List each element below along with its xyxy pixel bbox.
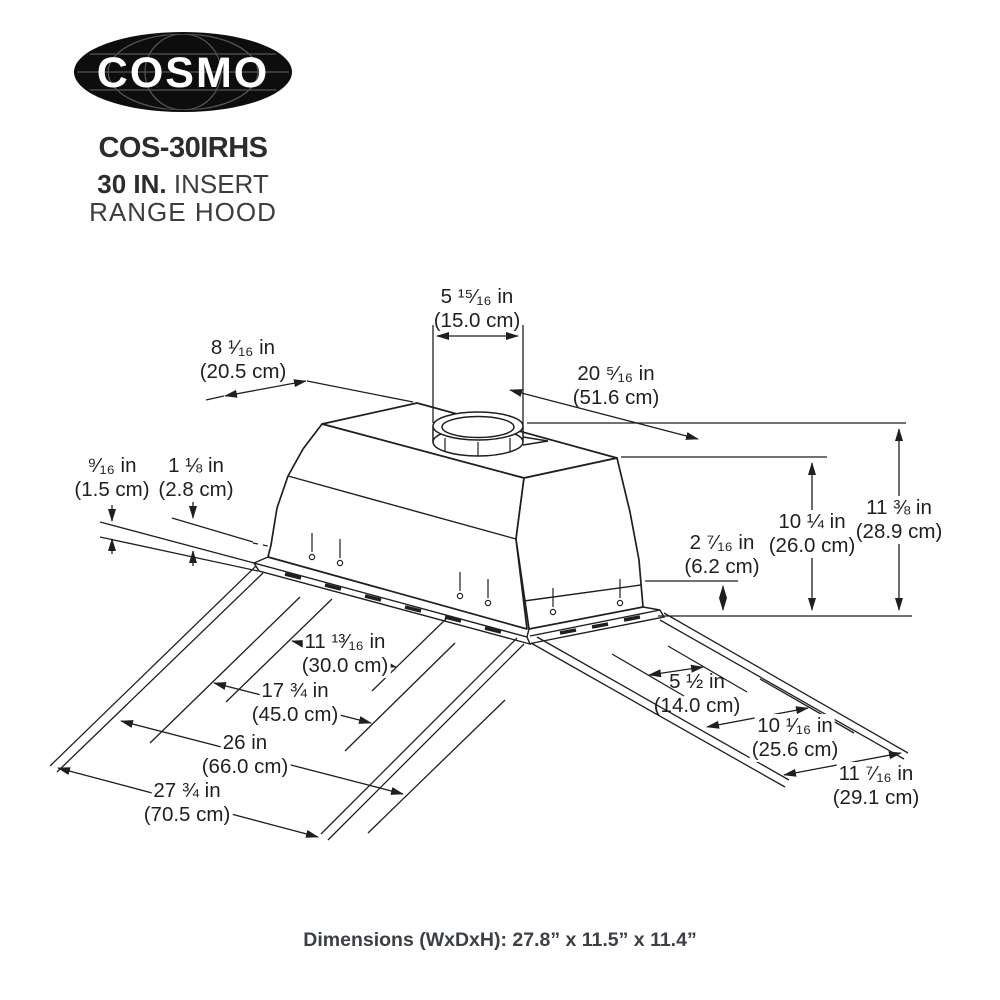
logo-wordmark: COSMO (97, 49, 269, 97)
dim-label-lip-thickness: ⁹⁄₁₆ in(1.5 cm) (72, 454, 151, 502)
panel-center-edge-inner (327, 643, 525, 841)
dim-inches: ⁹⁄₁₆ in (87, 454, 137, 478)
dim-label-total-height: 11 ⅜ in(28.9 cm) (853, 496, 945, 544)
dim-centimeters: (26.0 cm) (766, 534, 858, 558)
flange-front-bottom (253, 562, 532, 646)
panel-right-edge-outer (663, 612, 909, 754)
extension-line (759, 678, 855, 734)
dim-inches: 11 ¹³⁄₁₆ in (302, 630, 388, 654)
brand-header: COSMO COS-30IRHS 30 IN. INSERT RANGE HOO… (0, 0, 370, 227)
extension-line (611, 653, 685, 697)
cosmo-logo: COSMO (74, 32, 292, 112)
dim-label-cutout-depth: 11 ¹³⁄₁₆ in(30.0 cm) (299, 630, 391, 678)
dim-label-body-height: 10 ¼ in(26.0 cm) (766, 510, 858, 558)
dim-label-inner-width: 17 ¾ in(45.0 cm) (249, 679, 341, 727)
panel-lip-top-edge (99, 521, 255, 564)
dim-label-overall-width: 27 ¾ in(70.5 cm) (141, 779, 233, 827)
dim-inches: 20 ⁵⁄₁₆ in (577, 362, 655, 386)
arrow-top-width (509, 389, 699, 440)
dim-centimeters: (20.5 cm) (199, 360, 287, 383)
screw-holes (308, 533, 624, 616)
dim-centimeters: (70.5 cm) (141, 803, 233, 827)
dim-centimeters: (51.6 cm) (572, 386, 660, 409)
dim-inches: 8 ¹⁄₁₆ in (210, 336, 276, 360)
product-type: INSERT (166, 169, 269, 199)
product-subtitle-line2: RANGE HOOD (89, 197, 277, 227)
dim-label-duct-width: 5 ¹⁵⁄₁₆ in(15.0 cm) (432, 285, 523, 333)
dim-inches: 5 ½ in (669, 670, 725, 694)
model-number: COS-30IRHS (98, 132, 268, 164)
dim-inches: 11 ⅜ in (864, 496, 934, 520)
dim-centimeters: (14.0 cm) (653, 694, 741, 717)
dim-label-right-offset: 5 ½ in(14.0 cm) (652, 670, 743, 718)
extension-line (149, 596, 301, 744)
flange-front-top (251, 556, 530, 638)
dim-centimeters: (15.0 cm) (433, 309, 521, 332)
dim-inches: 27 ¾ in (151, 779, 223, 803)
dim-label-lip-height: 1 ⅛ in(2.8 cm) (156, 454, 235, 502)
overall-dimensions-text: Dimensions (WxDxH): 27.8” x 11.5” x 11.4… (303, 929, 697, 951)
arrow-right-offset (648, 664, 704, 678)
dim-label-cutout-width: 26 in(66.0 cm) (199, 731, 291, 779)
dim-centimeters: (6.2 cm) (684, 555, 760, 578)
product-size: 30 IN. (97, 169, 167, 199)
extension-line (371, 615, 450, 692)
panel-center-right-edge-outer (536, 636, 790, 781)
dim-inches: 2 ⁷⁄₁₆ in (689, 531, 755, 555)
dim-centimeters: (30.0 cm) (299, 654, 391, 678)
dim-inches: 1 ⅛ in (168, 454, 224, 478)
dim-inches: 11 ⁷⁄₁₆ in (836, 762, 916, 786)
flange-right-bottom (529, 609, 666, 645)
hood-bottom-hidden-edge (171, 517, 254, 543)
flange-hatch-marks (284, 572, 641, 635)
product-subtitle-line1: 30 IN. INSERT (0, 169, 366, 200)
dim-centimeters: (1.5 cm) (74, 478, 150, 501)
dim-inches: 10 ¼ in (776, 510, 848, 534)
dim-centimeters: (25.6 cm) (749, 738, 841, 762)
hood-right-band-line (523, 584, 642, 602)
hood-right-face (515, 457, 644, 630)
dim-centimeters: (29.1 cm) (830, 786, 922, 810)
extension-line (667, 645, 748, 693)
panel-center-edge-outer (320, 637, 518, 835)
panel-right-edge-inner (659, 619, 905, 760)
logo-globe-grid (77, 34, 289, 110)
panel-center-right-edge-inner (530, 642, 786, 788)
panel-left-edge-inner (56, 572, 264, 773)
dim-centimeters: (66.0 cm) (199, 755, 291, 779)
arrow-top-depth (224, 379, 307, 398)
dim-centimeters: (28.9 cm) (853, 520, 945, 544)
hood-details (251, 475, 666, 646)
hood-front-crease (287, 475, 517, 540)
dim-inches: 10 ¹⁄₁₆ in (755, 714, 835, 738)
dim-label-top-depth: 8 ¹⁄₁₆ in(20.5 cm) (198, 336, 289, 384)
dim-inches: 17 ¾ in (259, 679, 331, 703)
dim-inches: 5 ¹⁵⁄₁₆ in (440, 285, 514, 309)
dim-centimeters: (2.8 cm) (158, 478, 234, 501)
dim-centimeters: (45.0 cm) (249, 703, 341, 727)
panel-left-edge-outer (49, 565, 257, 767)
panel-lip-bottom-edge (99, 536, 259, 572)
dim-label-right-depth: 11 ⁷⁄₁₆ in(29.1 cm) (830, 762, 922, 810)
extension-line (367, 699, 506, 834)
dim-label-top-width: 20 ⁵⁄₁₆ in(51.6 cm) (571, 362, 662, 410)
dim-label-bottom-band: 2 ⁷⁄₁₆ in(6.2 cm) (682, 531, 761, 579)
dim-inches: 26 in (220, 731, 270, 755)
dim-label-right-inner: 10 ¹⁄₁₆ in(25.6 cm) (749, 714, 841, 762)
